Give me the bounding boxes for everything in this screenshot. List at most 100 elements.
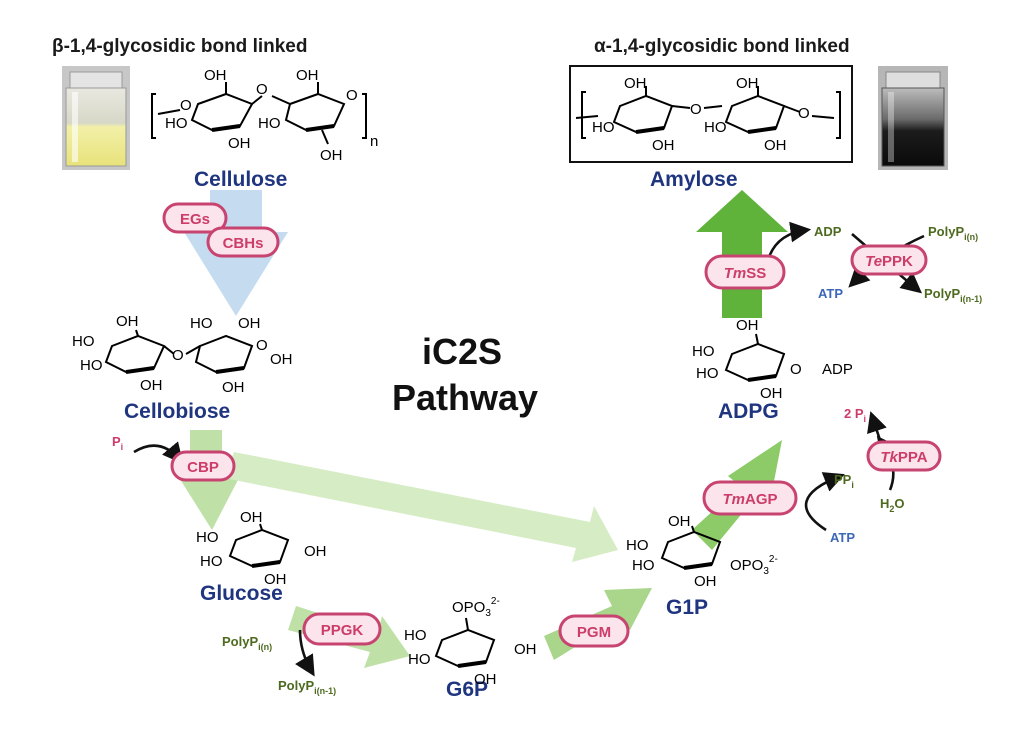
svg-text:HO: HO: [696, 365, 719, 382]
cofactor-atp-tmss: ATP: [818, 286, 843, 301]
svg-text:OH: OH: [204, 67, 227, 84]
label-g6p: G6P: [446, 678, 488, 701]
enzyme-cbhs: CBHs: [206, 226, 280, 258]
svg-text:OH: OH: [240, 509, 263, 526]
svg-text:O: O: [346, 87, 358, 104]
arrow-atp-ppi-agp: [804, 472, 845, 532]
svg-text:OH: OH: [228, 135, 251, 152]
cofactor-polyp-n-ppgk: PolyPi(n): [222, 634, 272, 652]
svg-text:ADP: ADP: [822, 361, 853, 378]
cellobiose-structure: OH HO HO OH O HO OH O OH OH: [72, 313, 293, 396]
g1p-structure: OH HO HO OH OPO32-: [626, 513, 778, 590]
svg-text:HO: HO: [196, 529, 219, 546]
cofactor-atp-agp: ATP: [830, 530, 855, 545]
pathway-title-line1: iC2S: [422, 331, 502, 372]
cofactor-adp-tmss: ADP: [814, 224, 842, 239]
arrow-cbp-to-g1p: [224, 452, 618, 562]
svg-text:OH: OH: [264, 571, 287, 588]
svg-text:OH: OH: [694, 573, 717, 590]
svg-text:PGM: PGM: [577, 624, 611, 641]
svg-text:OH: OH: [760, 385, 783, 402]
enzyme-pgm: PGM: [558, 614, 630, 648]
svg-text:OH: OH: [652, 137, 675, 154]
adpg-structure: OH HO HO OH O ADP: [692, 317, 853, 402]
enzyme-ppgk: PPGK: [302, 612, 382, 646]
header-beta-linkage: β-1,4-glycosidic bond linked: [52, 36, 307, 57]
svg-text:HO: HO: [626, 537, 649, 554]
pathway-title-line2: Pathway: [392, 377, 538, 418]
enzyme-cbp: CBP: [170, 450, 236, 482]
glucose-structure: OH HO HO OH OH: [196, 509, 327, 588]
label-adpg: ADPG: [718, 400, 779, 423]
svg-text:OH: OH: [474, 671, 497, 688]
arrow-to-2pi: [867, 411, 887, 441]
label-amylose: Amylose: [650, 168, 738, 191]
svg-text:OH: OH: [736, 75, 759, 92]
svg-text:OH: OH: [304, 543, 327, 560]
vial-dark-icon: [878, 66, 948, 170]
svg-text:OPO32-: OPO32-: [452, 596, 500, 619]
svg-text:HO: HO: [632, 557, 655, 574]
svg-text:O: O: [790, 361, 802, 378]
svg-text:HO: HO: [200, 553, 223, 570]
svg-text:HO: HO: [80, 357, 103, 374]
cofactor-2pi: 2 Pi: [844, 406, 866, 424]
enzyme-egs: EGs: [162, 202, 228, 234]
svg-text:OH: OH: [320, 147, 343, 164]
svg-text:TePPK: TePPK: [865, 253, 913, 270]
svg-text:OH: OH: [736, 317, 759, 334]
cofactor-polyp-n-teppk: PolyPi(n): [928, 224, 978, 242]
cofactor-pi: Pi: [112, 434, 123, 452]
svg-text:OH: OH: [668, 513, 691, 530]
label-cellobiose: Cellobiose: [124, 400, 230, 423]
g6p-structure: OPO32- HO HO OH OH: [404, 596, 537, 688]
enzyme-tmagp: TmAGP: [702, 480, 798, 516]
cofactor-h2o: H2O: [880, 496, 905, 514]
svg-text:O: O: [180, 97, 192, 114]
svg-text:OH: OH: [222, 379, 245, 396]
svg-text:HO: HO: [408, 651, 431, 668]
svg-text:HO: HO: [692, 343, 715, 360]
svg-text:O: O: [256, 337, 268, 354]
enzyme-tmss: TmSS: [704, 254, 786, 290]
arrow-adpg-to-amylose: [696, 190, 788, 318]
svg-text:TmSS: TmSS: [724, 265, 767, 282]
vial-yellow-icon: [62, 66, 130, 170]
svg-text:HO: HO: [704, 119, 727, 136]
label-g1p: G1P: [666, 596, 708, 619]
svg-text:OH: OH: [624, 75, 647, 92]
svg-text:TkPPA: TkPPA: [880, 449, 927, 466]
svg-text:O: O: [690, 101, 702, 118]
svg-text:OH: OH: [296, 67, 319, 84]
cofactor-ppi: PPi: [834, 472, 854, 490]
svg-text:TmAGP: TmAGP: [722, 491, 777, 508]
amylose-structure: OH HO OH O OH HO OH O: [569, 65, 853, 163]
svg-text:n: n: [370, 133, 378, 150]
enzyme-teppk: TePPK: [850, 244, 928, 276]
svg-text:CBP: CBP: [187, 459, 219, 476]
svg-text:HO: HO: [72, 333, 95, 350]
svg-text:O: O: [798, 105, 810, 122]
svg-text:OH: OH: [764, 137, 787, 154]
svg-text:O: O: [172, 347, 184, 364]
svg-text:HO: HO: [404, 627, 427, 644]
cofactor-polyp-n1-ppgk: PolyPi(n-1): [278, 678, 336, 696]
cofactor-polyp-n1-teppk: PolyPi(n-1): [924, 286, 982, 304]
header-alpha-linkage: α-1,4-glycosidic bond linked: [594, 36, 850, 57]
svg-text:OH: OH: [514, 641, 537, 658]
svg-text:OPO32-: OPO32-: [730, 554, 778, 577]
svg-text:HO: HO: [165, 115, 188, 132]
svg-text:EGs: EGs: [180, 211, 210, 228]
svg-text:HO: HO: [592, 119, 615, 136]
svg-text:HO: HO: [190, 315, 213, 332]
svg-text:HO: HO: [258, 115, 281, 132]
svg-text:OH: OH: [238, 315, 261, 332]
svg-text:OH: OH: [140, 377, 163, 394]
cellulose-structure: n O OH O HO OH OH O HO OH: [151, 67, 378, 164]
svg-text:CBHs: CBHs: [223, 235, 264, 252]
enzyme-tkppa: TkPPA: [866, 440, 942, 472]
label-cellulose: Cellulose: [194, 168, 287, 191]
svg-text:OH: OH: [116, 313, 139, 330]
arrow-polyp-ppgk: [295, 629, 315, 677]
